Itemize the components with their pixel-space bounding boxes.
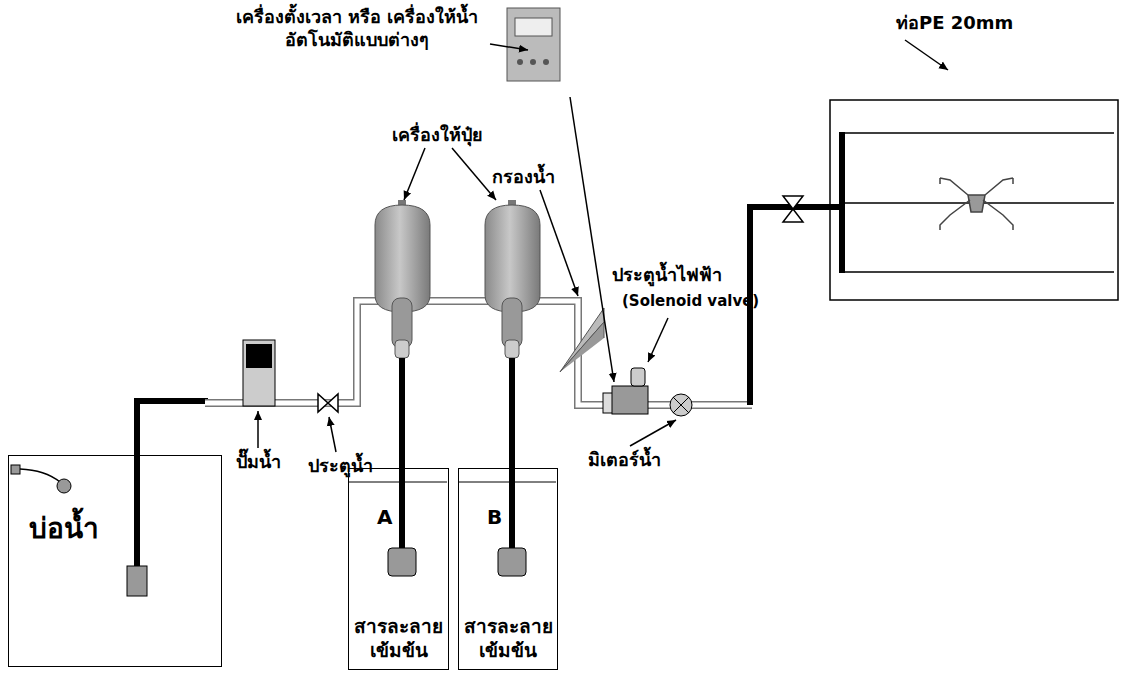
leader-line (258, 40, 948, 452)
stock-tank: A สารละลาย เข้มข้น (348, 468, 449, 670)
tank-strainer (388, 548, 416, 576)
part-label: ท่อPE 20mm (896, 12, 1013, 35)
part-label: กรองน้ำ (492, 166, 555, 189)
pond-label: บ่อน้ำ (29, 506, 99, 550)
float-arm (20, 469, 60, 482)
suction-hose (509, 358, 515, 550)
pump-motor (246, 344, 272, 368)
part-label: ประตูน้ำไฟฟ้า (612, 264, 722, 287)
part-label: ประตูน้ำ (308, 455, 373, 478)
water-filter (560, 322, 604, 372)
tank-label: สารละลาย เข้มข้น (461, 614, 555, 663)
tank-lip (459, 482, 556, 483)
water-meter (673, 397, 689, 413)
part-label: เครื่องตั้งเวลา หรือ เครื่องให้น้ำอัตโนม… (222, 6, 492, 51)
tank-strainer (498, 548, 526, 576)
pe-lateral (842, 133, 1114, 272)
outlet-pipe (750, 207, 842, 405)
fertilizer-injector (485, 200, 540, 358)
part-label: ปั๊มน้ำ (236, 451, 281, 474)
solenoid-valve (612, 386, 648, 414)
water-meter (670, 394, 692, 416)
solenoid-coil (631, 368, 645, 386)
suction-pipe (137, 401, 208, 570)
water-pump (243, 340, 275, 406)
part-label: (Solenoid valve) (622, 292, 759, 311)
field-valve (783, 196, 803, 222)
water-filter (560, 308, 604, 372)
tank-lip (349, 482, 447, 483)
fertilizer-injector (375, 200, 430, 358)
tank-label: สารละลาย เข้มข้น (351, 614, 446, 663)
field-plot (830, 100, 1118, 300)
float-ball (57, 479, 71, 493)
controller-buttons (517, 59, 549, 65)
float-valve (11, 465, 20, 474)
stock-tank: B สารละลาย เข้มข้น (458, 468, 558, 670)
foot-strainer (127, 566, 147, 596)
part-label: มิเตอร์น้ำ (588, 449, 661, 472)
tank-letter: B (487, 505, 502, 529)
main-pipe (205, 301, 752, 405)
timer-controller (507, 8, 560, 81)
part-label: เครื่องให้ปุ๋ย (392, 124, 483, 147)
controller-screen (515, 18, 552, 36)
water-pond: บ่อน้ำ (8, 455, 222, 667)
tank-letter: A (377, 505, 392, 529)
mini-sprinkler (940, 178, 1013, 230)
suction-hose (399, 358, 405, 550)
gate-valve (318, 394, 338, 412)
